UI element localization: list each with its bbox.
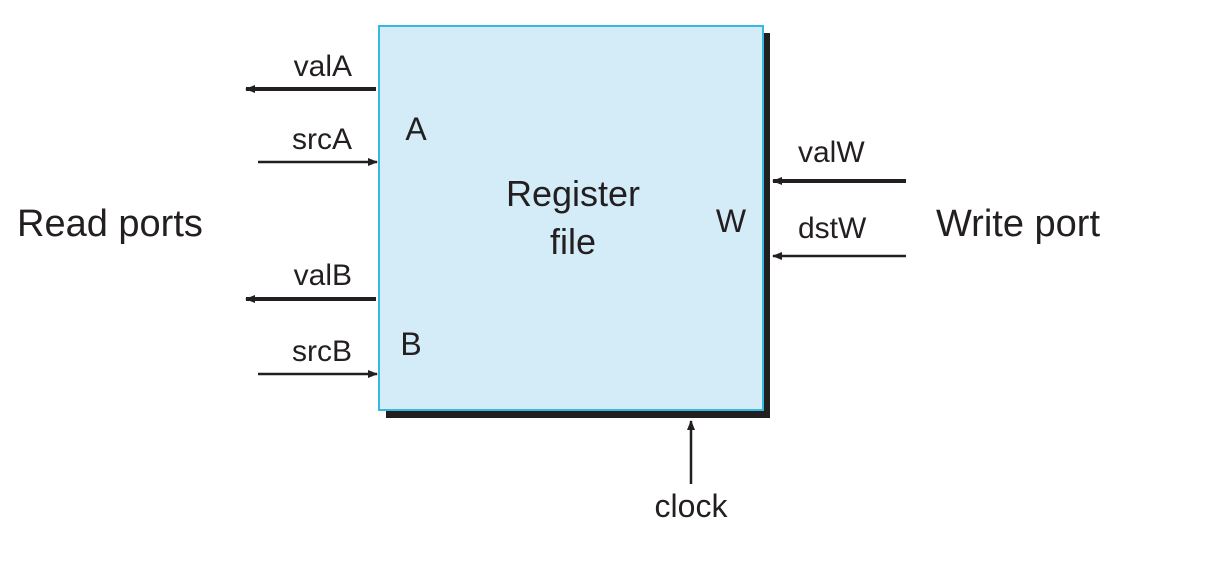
port-b-label: B bbox=[400, 326, 421, 362]
val-w-label: valW bbox=[798, 136, 865, 169]
val-b-label: valB bbox=[294, 259, 352, 292]
register-file-box bbox=[378, 25, 764, 411]
src-a-label: srcA bbox=[292, 123, 352, 156]
register-file-title-line2: file bbox=[550, 221, 596, 262]
src-b-label: srcB bbox=[292, 335, 352, 368]
port-a-label: A bbox=[405, 111, 427, 147]
write-port-label: Write port bbox=[936, 203, 1100, 245]
port-w-label: W bbox=[716, 203, 747, 239]
val-a-label: valA bbox=[294, 50, 352, 83]
dst-w-label: dstW bbox=[798, 212, 867, 245]
read-ports-label: Read ports bbox=[17, 203, 203, 245]
clock-label: clock bbox=[655, 488, 729, 524]
register-file-title-line1: Register bbox=[506, 173, 640, 214]
